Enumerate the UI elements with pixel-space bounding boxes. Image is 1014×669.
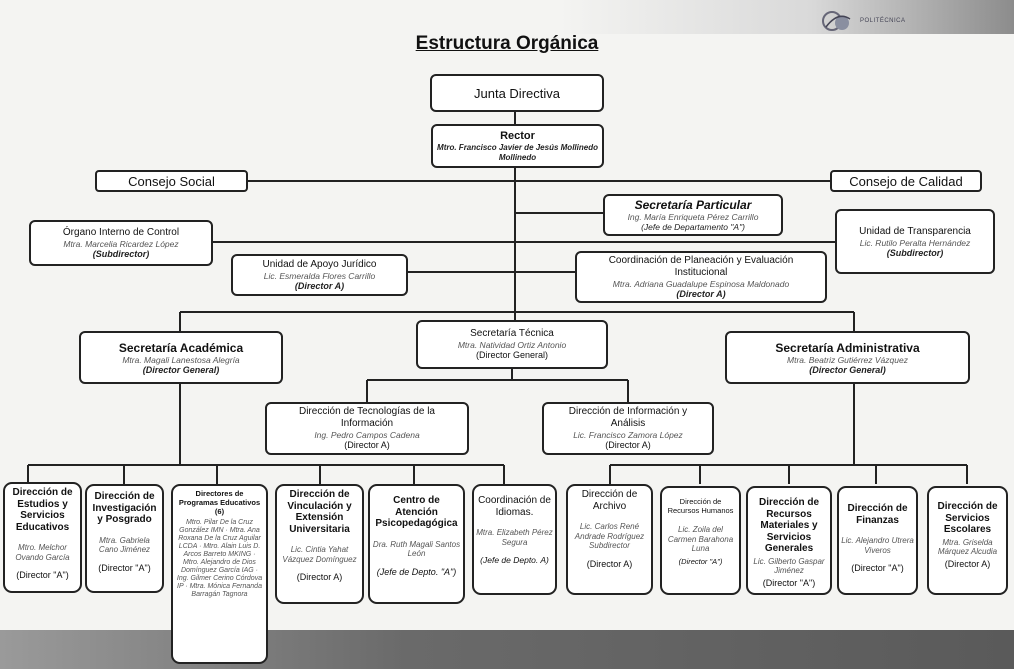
direccion-informacion-name: Lic. Francisco Zamora López (573, 430, 683, 440)
dir-servicios-escolares-box: Dirección de Servicios Escolares Mtra. G… (927, 486, 1008, 595)
centro-psicopedagogica-box: Centro de Atención Psicopedagógica Dra. … (368, 484, 465, 604)
junta-directiva-label: Junta Directiva (474, 85, 560, 101)
direccion-informacion-rank: (Director A) (605, 440, 651, 450)
direccion-tic-title: Dirección de Tecnologías de la Informaci… (298, 406, 435, 429)
dir-recursos-humanos-title: Dirección de Recursos Humanos (667, 497, 734, 515)
bottom-band (0, 630, 1014, 669)
dir-recursos-humanos-rank: (Director "A") (678, 556, 723, 566)
planeacion-name: Mtra. Adriana Guadalupe Espinosa Maldona… (612, 279, 790, 289)
dir-archivo-title: Dirección de Archivo (581, 489, 638, 512)
page-title: Estructura Orgánica (415, 33, 599, 54)
coord-idiomas-box: Coordinación de Idiomas. Mtra. Elizabeth… (472, 484, 557, 595)
dir-vinculacion-box: Dirección de Vinculación y Extensión Uni… (275, 484, 364, 604)
secretaria-administrativa-name: Mtra. Beatriz Gutiérrez Vázquez (787, 354, 908, 365)
dir-vinculacion-rank: (Director A) (296, 572, 343, 582)
dir-recursos-materiales-rank: (Director "A") (762, 577, 816, 588)
dir-estudios-name: Mtro. Melchor Ovando García (15, 543, 70, 562)
direccion-tic-name: Ing. Pedro Campos Cadena (314, 430, 420, 440)
apoyo-juridico-rank: (Director A) (294, 281, 345, 291)
apoyo-juridico-name: Lic. Esmeralda Flores Carrillo (263, 271, 376, 281)
transparencia-title: Unidad de Transparencia (859, 225, 971, 237)
consejo-social-label: Consejo Social (128, 173, 215, 189)
secretaria-particular-title: Secretaría Particular (634, 198, 752, 212)
direccion-tic-box: Dirección de Tecnologías de la Informaci… (265, 402, 469, 455)
dir-finanzas-box: Dirección de Finanzas Lic. Alejandro Utr… (837, 486, 918, 595)
centro-psicopedagogica-title: Centro de Atención Psicopedagógica (375, 495, 458, 529)
rector-title: Rector (500, 130, 535, 142)
secretaria-academica-name: Mtra. Magali Lanestosa Alegría (122, 354, 240, 365)
centro-psicopedagogica-name: Dra. Ruth Magali Santos León (372, 539, 461, 559)
coord-idiomas-title: Coordinación de Idiomas. (478, 495, 551, 518)
secretaria-administrativa-rank: (Director General) (809, 364, 886, 375)
coord-idiomas-name: Mtra. Elizabeth Pérez Segura (476, 528, 553, 547)
dir-finanzas-title: Dirección de Finanzas (847, 503, 908, 526)
secretaria-tecnica-box: Secretaría Técnica Mtra. Natividad Ortiz… (416, 320, 608, 369)
secretaria-tecnica-rank: (Director General) (475, 350, 549, 360)
transparencia-rank: (Subdirector) (886, 247, 944, 258)
directores-programas-title: Directores de Programas Educativos (6) (178, 489, 261, 516)
direccion-informacion-title: Dirección de Información y Análisis (568, 406, 688, 429)
logo-emblem-icon (822, 11, 851, 31)
consejo-social-box: Consejo Social (95, 170, 248, 192)
junta-directiva-box: Junta Directiva (430, 74, 604, 112)
direccion-informacion-box: Dirección de Información y Análisis Lic.… (542, 402, 714, 455)
dir-recursos-materiales-title: Dirección de Recursos Materiales y Servi… (758, 497, 820, 554)
secretaria-tecnica-title: Secretaría Técnica (470, 328, 554, 339)
secretaria-academica-rank: (Director General) (142, 364, 220, 375)
institution-logo: POLITÉCNICA (820, 8, 930, 34)
dir-finanzas-name: Lic. Alejandro Utrera Viveros (841, 536, 914, 555)
dir-vinculacion-name: Lic. Cintia Yahat Vázquez Domínguez (282, 545, 357, 564)
dir-recursos-humanos-name: Lic. Zoila del Carmen Barahona Luna (667, 525, 734, 553)
consejo-calidad-box: Consejo de Calidad (830, 170, 982, 192)
secretaria-particular-rank: (Jefe de Departamento "A") (641, 222, 745, 232)
planeacion-box: Coordinación de Planeación y Evaluación … (575, 251, 827, 303)
consejo-calidad-label: Consejo de Calidad (849, 173, 963, 189)
dir-archivo-rank: (Director A) (586, 558, 633, 569)
secretaria-administrativa-title: Secretaría Administrativa (775, 340, 920, 355)
directores-programas-box: Directores de Programas Educativos (6) M… (171, 484, 268, 664)
organo-control-box: Órgano Interno de Control Mtra. Marcelia… (29, 220, 213, 266)
rector-box: Rector Mtro. Francisco Javier de Jesús M… (431, 124, 604, 168)
planeacion-title: Coordinación de Planeación y Evaluación … (608, 255, 794, 278)
dir-investigacion-box: Dirección de Investigación y Posgrado Mt… (85, 484, 164, 593)
apoyo-juridico-title: Unidad de Apoyo Jurídico (262, 259, 377, 270)
dir-vinculacion-title: Dirección de Vinculación y Extensión Uni… (287, 489, 352, 535)
dir-recursos-materiales-box: Dirección de Recursos Materiales y Servi… (746, 486, 832, 595)
rector-name: Mtro. Francisco Javier de Jesús Mollined… (437, 143, 598, 162)
dir-estudios-rank: (Director "A") (16, 570, 69, 580)
secretaria-administrativa-box: Secretaría Administrativa Mtra. Beatriz … (725, 331, 970, 384)
secretaria-academica-box: Secretaría Académica Mtra. Magali Lanest… (79, 331, 283, 384)
apoyo-juridico-box: Unidad de Apoyo Jurídico Lic. Esmeralda … (231, 254, 408, 296)
dir-investigacion-title: Dirección de Investigación y Posgrado (92, 491, 157, 525)
dir-archivo-box: Dirección de Archivo Lic. Carlos René An… (566, 484, 653, 595)
dir-investigacion-name: Mtra. Gabriela Cano Jiménez (98, 535, 151, 555)
logo-text: POLITÉCNICA (860, 17, 906, 24)
transparencia-name: Lic. Rutilo Peralta Hernández (859, 237, 971, 248)
dir-recursos-materiales-name: Lic. Gilberto Gaspar Jiménez (753, 556, 825, 576)
dir-recursos-humanos-box: Dirección de Recursos Humanos Lic. Zoila… (660, 486, 741, 595)
organo-control-rank: (Subdirector) (92, 249, 150, 259)
dir-archivo-name: Lic. Carlos René Andrade Rodríguez Subdi… (574, 522, 645, 550)
dir-investigacion-rank: (Director "A") (98, 562, 151, 573)
secretaria-academica-title: Secretaría Académica (118, 340, 244, 355)
dir-servicios-escolares-title: Dirección de Servicios Escolares (937, 501, 998, 535)
secretaria-tecnica-name: Mtra. Natividad Ortiz Antonio (457, 340, 567, 350)
organo-control-title: Órgano Interno de Control (62, 227, 180, 238)
secretaria-particular-name: Ing. María Enriqueta Pérez Carrillo (627, 212, 759, 222)
organo-control-name: Mtra. Marcelia Ricardez López (63, 239, 179, 249)
dir-estudios-title: Dirección de Estudios y Servicios Educat… (12, 487, 73, 533)
centro-psicopedagogica-rank: (Jefe de Depto. "A") (376, 566, 457, 577)
coord-idiomas-rank: (Jefe de Depto. A) (480, 555, 549, 565)
direccion-tic-rank: (Director A) (344, 440, 390, 450)
transparencia-box: Unidad de Transparencia Lic. Rutilo Pera… (835, 209, 995, 274)
directores-programas-names: Mtro. Pilar De la Cruz González IMN · Mt… (176, 519, 263, 598)
planeacion-rank: (Director A) (676, 289, 726, 299)
dir-servicios-escolares-name: Mtra. Griselda Márquez Alcudia (937, 537, 998, 557)
secretaria-particular-box: Secretaría Particular Ing. María Enrique… (603, 194, 783, 236)
dir-finanzas-rank: (Director "A") (851, 563, 904, 573)
dir-estudios-box: Dirección de Estudios y Servicios Educat… (3, 482, 82, 593)
dir-servicios-escolares-rank: (Director A) (944, 558, 991, 569)
